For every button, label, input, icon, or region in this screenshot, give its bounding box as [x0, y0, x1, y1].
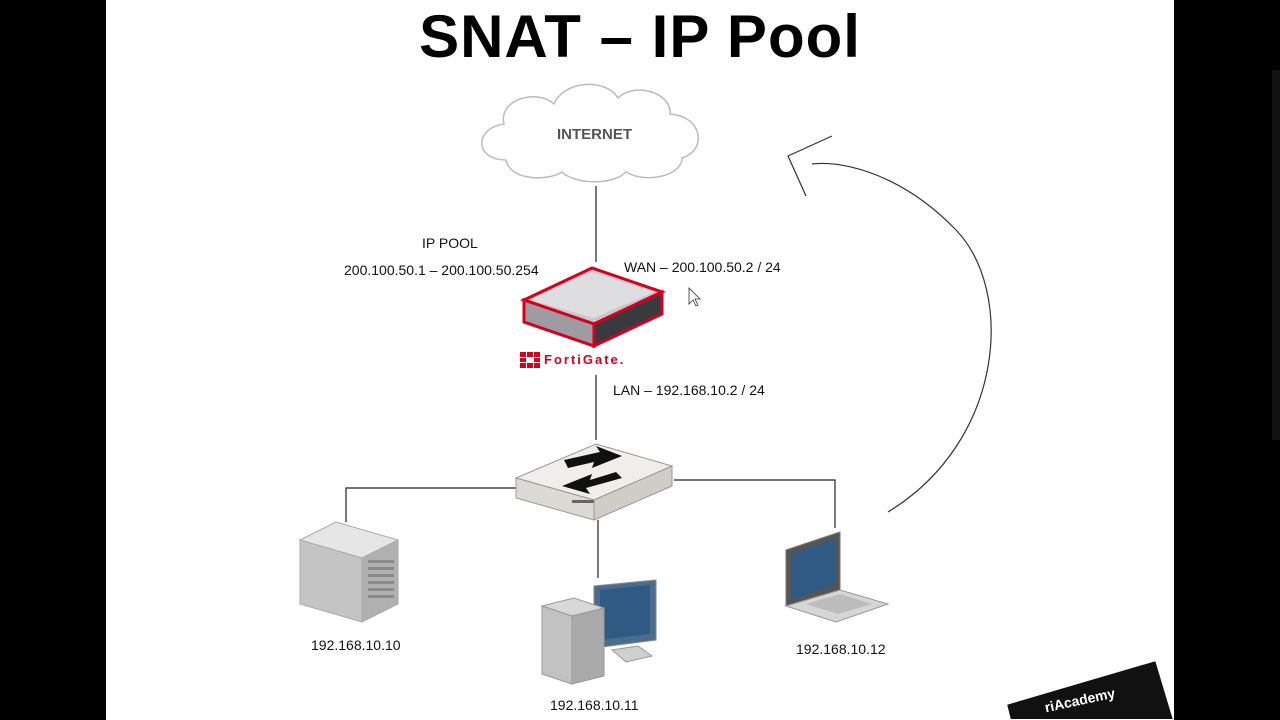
server-ip: 192.168.10.10	[311, 637, 401, 653]
slide-title: SNAT – IP Pool	[419, 3, 861, 70]
laptop-ip: 192.168.10.12	[796, 641, 886, 657]
link-switch-server	[345, 487, 516, 522]
fortigate-brand: FortiGate.	[544, 352, 626, 367]
cloud-icon	[481, 83, 699, 183]
cursor-icon	[688, 287, 701, 307]
slide: SNAT – IP Pool INTERNET IP POOL 200.100.…	[106, 0, 1174, 720]
server-icon	[298, 521, 400, 623]
desktop-icon	[540, 579, 657, 685]
ip-pool-title: IP POOL	[422, 235, 478, 251]
switch-icon	[514, 443, 674, 521]
link-switch-laptop	[674, 479, 836, 528]
scrollbar[interactable]	[1272, 70, 1280, 440]
laptop-icon	[784, 531, 890, 623]
fortinet-logo-icon	[520, 352, 540, 368]
internet-label: INTERNET	[557, 126, 632, 143]
links	[345, 186, 836, 578]
ip-pool-range: 200.100.50.1 – 200.100.50.254	[344, 262, 539, 278]
desktop-ip: 192.168.10.11	[550, 697, 639, 713]
flow-arrow-icon	[787, 135, 992, 513]
wan-label: WAN – 200.100.50.2 / 24	[624, 259, 781, 275]
firewall-icon	[520, 266, 666, 349]
lan-label: LAN – 192.168.10.2 / 24	[613, 382, 765, 398]
network-diagram	[298, 83, 1174, 720]
watermark-badge	[1004, 658, 1174, 720]
